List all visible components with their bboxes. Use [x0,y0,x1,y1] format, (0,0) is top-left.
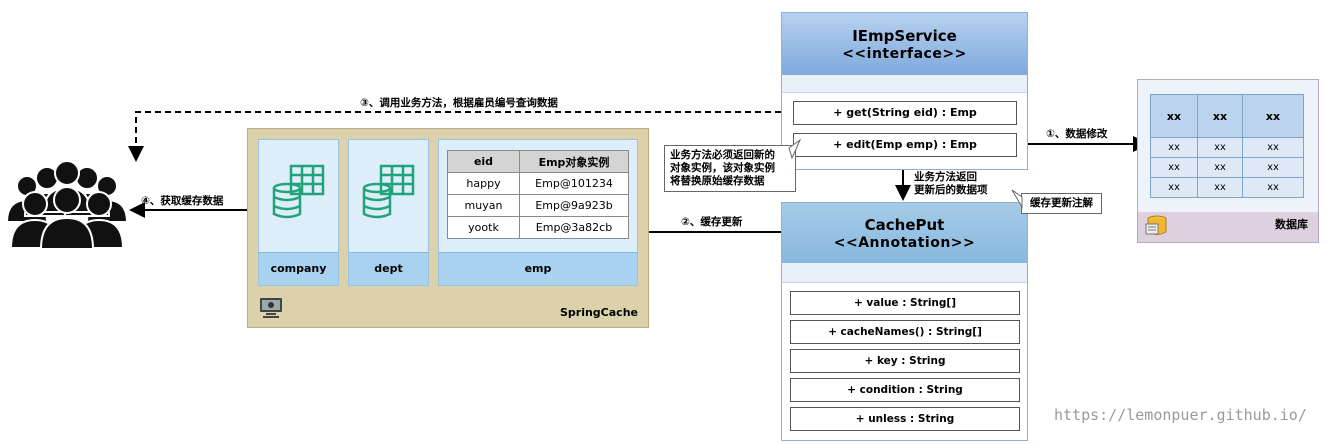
table-cell: happy [447,172,520,195]
attr-unless: + unless : String [790,407,1020,431]
table-cell: Emp@101234 [519,172,629,195]
step3-dashed-arrow [128,111,791,162]
annotation-header: CachePut <<Annotation>> [782,203,1027,263]
annotation-note: 缓存更新注解 [1021,193,1102,214]
attr-condition: + condition : String [790,378,1020,402]
column-header: xx [1197,94,1243,138]
method-get: + get(String eid) : Emp [793,101,1017,125]
table-cell: xx [1242,157,1304,178]
return-label-line2: 更新后的数据项 [914,184,988,196]
callout-line: 对象实例，该对象实例 [670,162,775,174]
return-callout: 业务方法必须返回新的 对象实例，该对象实例 将替换原始缓存数据 [664,145,796,192]
server-monitor-icon [260,298,282,318]
step2-label: ②、缓存更新 [681,216,743,228]
annotation-band [782,263,1027,283]
region-label-company: company [259,252,338,285]
table-cell: Emp@9a923b [519,194,629,217]
table-row: yootk Emp@3a82cb [447,216,629,239]
cache-table-icon [272,164,325,219]
attr-key: + key : String [790,349,1020,373]
database-container: xx xx xx xx xx xx xx xx xx xx xx xx 数据库 [1137,79,1319,243]
annotation-box: CachePut <<Annotation>> + value : String… [781,202,1028,441]
table-header-row: eid Emp对象实例 [447,150,629,173]
cache-region-company: company [258,139,339,286]
return-label-line1: 业务方法返回 [914,171,977,183]
interface-stereotype: <<interface>> [842,46,967,62]
table-cell: xx [1242,177,1304,198]
spring-cache-name: SpringCache [559,306,638,319]
table-cell: Emp@3a82cb [519,216,629,239]
watermark-url: https://lemonpuer.github.io/ [1054,406,1307,424]
table-cell: yootk [447,216,520,239]
cache-region-emp: eid Emp对象实例 happy Emp@101234 muyan Emp@9… [438,139,638,286]
database-table: xx xx xx xx xx xx xx xx xx xx xx xx [1150,94,1304,198]
table-row: muyan Emp@9a923b [447,194,629,217]
region-label-emp: emp [439,252,637,285]
return-label: 业务方法返回 更新后的数据项 [914,171,988,197]
table-cell: xx [1242,137,1304,158]
column-header: xx [1242,94,1304,138]
method-edit: + edit(Emp emp) : Emp [793,133,1017,157]
column-header: Emp对象实例 [519,150,629,173]
table-cell: muyan [447,194,520,217]
table-cell: xx [1197,157,1243,178]
callout-line: 业务方法必须返回新的 [670,149,775,161]
step3-label: ③、调用业务方法，根据雇员编号查询数据 [360,97,558,109]
annotation-title: CachePut [864,216,945,234]
interface-header: IEmpService <<interface>> [782,13,1027,75]
table-row: xx xx xx [1150,177,1304,198]
table-cell: xx [1197,137,1243,158]
step4-label: ④、获取缓存数据 [141,195,224,207]
table-row: xx xx xx [1150,157,1304,178]
table-cell: xx [1150,157,1198,178]
interface-band [782,75,1027,93]
database-icon [1145,215,1167,235]
table-cell: xx [1150,177,1198,198]
emp-cache-table: eid Emp对象实例 happy Emp@101234 muyan Emp@9… [447,150,629,239]
cache-region-dept: dept [348,139,429,286]
attr-value: + value : String[] [790,291,1020,315]
table-cell: xx [1197,177,1243,198]
interface-box: IEmpService <<interface>> + get(String e… [781,12,1028,170]
attr-cachenames: + cacheNames() : String[] [790,320,1020,344]
users-group-icon [5,160,129,250]
interface-title: IEmpService [852,27,957,45]
annotation-stereotype: <<Annotation>> [833,235,976,251]
table-row: xx xx xx [1150,137,1304,158]
column-header: xx [1150,94,1198,138]
spring-cache-container: company dept eid Emp对象实例 happy Emp@10123… [247,128,649,328]
step1-label: ①、数据修改 [1046,128,1108,140]
cache-table-icon [362,164,415,219]
table-cell: xx [1150,137,1198,158]
table-row: happy Emp@101234 [447,172,629,195]
region-label-dept: dept [349,252,428,285]
database-name: 数据库 [1275,218,1308,231]
callout-line: 将替换原始缓存数据 [670,175,765,187]
table-header-row: xx xx xx [1150,94,1304,138]
column-header: eid [447,150,520,173]
